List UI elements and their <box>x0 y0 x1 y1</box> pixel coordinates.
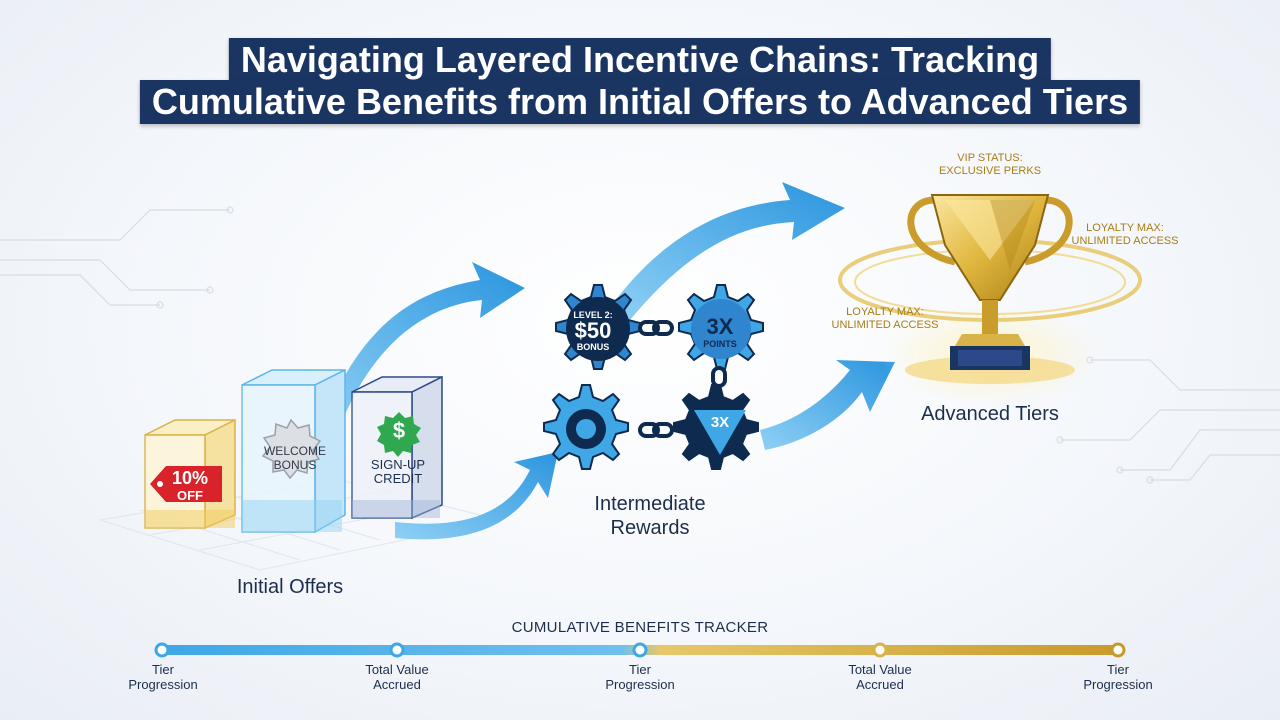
stage-initial-offers: Initial Offers <box>236 576 344 598</box>
trophy-icon <box>838 194 1142 405</box>
gear2-amount: 3X <box>706 314 734 339</box>
tracker-tick-label: Tier Progression <box>580 662 700 692</box>
loyalty-max-label-right: LOYALTY MAX: UNLIMITED ACCESS <box>1060 222 1190 248</box>
badge-icon <box>261 418 322 480</box>
tick-0-line-1: Tier <box>152 662 174 677</box>
tracker-tick-label: Total Value Accrued <box>337 662 457 692</box>
stage-intermediate-rewards: Intermediate Rewards <box>560 492 740 540</box>
title-line-2: Cumulative Benefits from Initial Offers … <box>139 80 1141 124</box>
vip-line-2: EXCLUSIVE PERKS <box>938 165 1042 177</box>
tick-0-line-2: Progression <box>128 677 198 692</box>
welcome-line-1: WELCOME <box>263 444 326 458</box>
welcome-line-2: BONUS <box>273 458 317 472</box>
dollar-sign: $ <box>392 418 406 443</box>
tracker-tick-label: Tier Progression <box>103 662 223 692</box>
tracker-title: CUMULATIVE BENEFITS TRACKER <box>511 619 769 636</box>
signup-line-1: SIGN-UP <box>370 457 426 472</box>
tracker-tick-label: Total Value Accrued <box>820 662 940 692</box>
tick-1-line-1: Total Value <box>365 662 429 677</box>
loyalty-left-line-2: UNLIMITED ACCESS <box>831 319 939 331</box>
loyalty-left-line-1: LOYALTY MAX: <box>846 306 924 318</box>
tick-3-line-1: Total Value <box>848 662 912 677</box>
gear2-sub: POINTS <box>703 339 737 349</box>
tick-2-line-2: Progression <box>605 677 675 692</box>
gear-chain <box>543 284 764 470</box>
intermediate-line-2: Rewards <box>610 517 690 539</box>
tick-4-line-2: Progression <box>1083 677 1153 692</box>
tick-3-line-2: Accrued <box>856 677 904 692</box>
signup-line-2: CREDIT <box>373 471 423 486</box>
loyalty-right-line-1: LOYALTY MAX: <box>1086 222 1164 234</box>
gear1-top: LEVEL 2: <box>573 310 613 320</box>
gear1-sub: BONUS <box>576 342 610 352</box>
welcome-box <box>241 368 346 534</box>
vip-line-1: VIP STATUS: <box>957 152 1023 164</box>
benefits-tracker-bar <box>154 642 1126 658</box>
gear1-amount: $50 <box>574 318 612 343</box>
tick-2-line-1: Tier <box>629 662 651 677</box>
gear-3x: 3X <box>710 414 730 431</box>
tick-4-line-1: Tier <box>1107 662 1129 677</box>
loyalty-max-label-left: LOYALTY MAX: UNLIMITED ACCESS <box>820 306 950 332</box>
loyalty-right-line-2: UNLIMITED ACCESS <box>1071 235 1179 247</box>
discount-amount: 10% <box>171 468 209 488</box>
discount-tag-label: 10% OFF <box>160 468 220 504</box>
price-tag-icon <box>150 466 222 502</box>
signup-credit-label: SIGN-UP CREDIT <box>354 458 442 486</box>
gear-3x-points: 3X POINTS <box>680 316 760 350</box>
welcome-bonus-label: WELCOME BONUS <box>250 444 340 472</box>
dollar-badge-icon <box>377 412 421 457</box>
title-line-1: Navigating Layered Incentive Chains: Tra… <box>228 38 1052 82</box>
gear-level2-bonus: LEVEL 2: $50 BONUS <box>553 310 633 352</box>
intermediate-line-1: Intermediate <box>594 493 706 515</box>
stage-advanced-tiers: Advanced Tiers <box>921 403 1059 425</box>
discount-off: OFF <box>177 488 203 503</box>
discount-box <box>144 418 236 530</box>
vip-status-label: VIP STATUS: EXCLUSIVE PERKS <box>920 152 1060 178</box>
tick-1-line-2: Accrued <box>373 677 421 692</box>
signup-box <box>351 375 443 520</box>
tracker-tick-label: Tier Progression <box>1058 662 1178 692</box>
